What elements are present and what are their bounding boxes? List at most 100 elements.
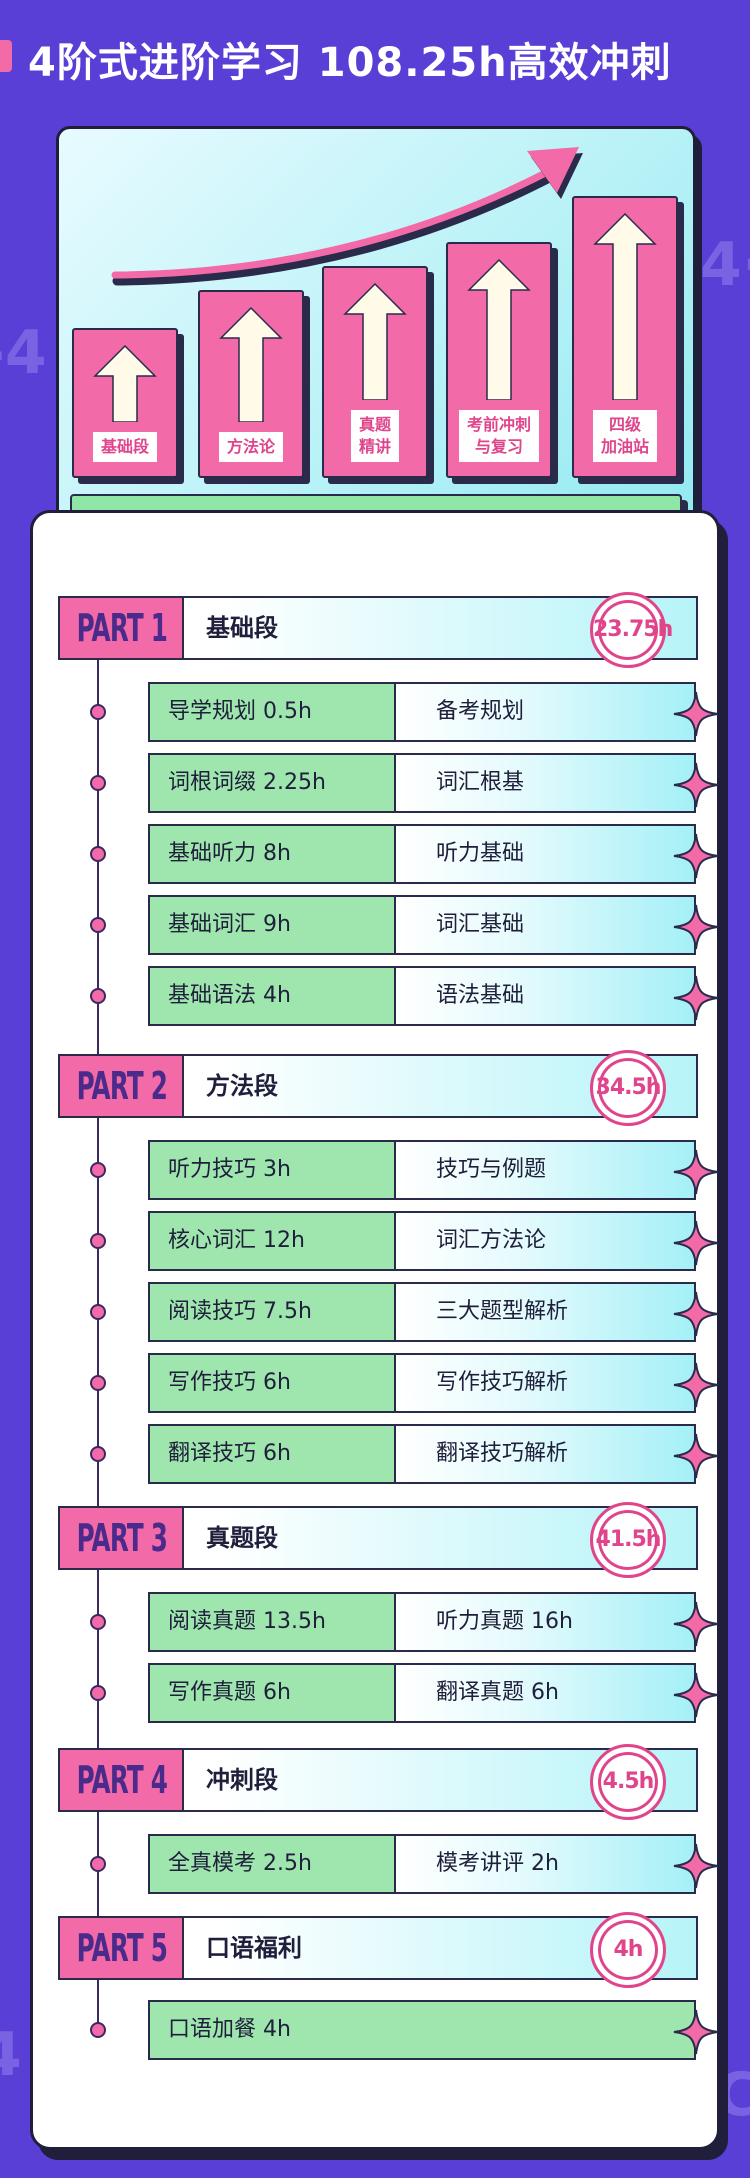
watermark-left-top: -4 [0,318,47,388]
part-header-2: PART 2 方法段 34.5h [58,1050,698,1126]
part-name: 真题段 [206,1524,278,1552]
course-topic: 词汇方法论 [396,1213,694,1269]
sparkle-star-icon [672,761,720,809]
timeline-dot [90,917,106,933]
part-name: 口语福利 [206,1934,302,1962]
timeline-dot [90,1685,106,1701]
course-module: 阅读真题 13.5h [150,1594,396,1650]
stage-label-line: 考前冲刺 [466,415,532,434]
part-tag-background [60,1918,184,1978]
timeline-dot [90,775,106,791]
watermark-right-top: 4· [700,230,750,300]
timeline-dot [90,1446,106,1462]
course-topic: 语法基础 [396,968,694,1024]
up-arrow-icon [93,344,157,422]
part-tag-background [60,1750,184,1810]
up-arrow-icon [219,306,283,422]
course-module: 基础词汇 9h [150,897,396,953]
part-hours-badge: 23.75h [590,592,673,668]
course-module: 写作技巧 6h [150,1355,396,1411]
timeline-dot [90,1304,106,1320]
course-topic: 翻译技巧解析 [396,1426,694,1482]
course-module: 核心词汇 12h [150,1213,396,1269]
timeline-dot [90,1233,106,1249]
sparkle-star-icon [672,2008,720,2056]
stage-label: 真题精讲 [350,410,400,462]
stage-bar-5: 四级加油站 [572,196,678,478]
course-module: 听力技巧 3h [150,1142,396,1198]
stage-label-line: 基础段 [100,437,150,456]
sparkle-star-icon [672,1148,720,1196]
sparkle-star-icon [672,1432,720,1480]
stage-label-line: 精讲 [358,437,392,456]
stage-bar-1: 基础段 [72,328,178,478]
stage-bar-4: 考前冲刺与复习 [446,242,552,478]
stage-label: 基础段 [92,432,158,462]
part-name: 基础段 [206,614,278,642]
stage-label: 方法论 [218,432,284,462]
part-header-3: PART 3 真题段 41.5h [58,1502,698,1578]
part-tag: PART 2 [76,1064,168,1108]
sparkle-star-icon [672,1219,720,1267]
stage-label-line: 方法论 [226,437,276,456]
course-topic: 听力基础 [396,826,694,882]
course-module: 写作真题 6h [150,1665,396,1721]
timeline-dot [90,1614,106,1630]
part-header-4: PART 4 冲刺段 4.5h [58,1744,698,1820]
title-accent-mark [0,40,12,72]
timeline-dot [90,846,106,862]
course-topic: 备考规划 [396,684,694,740]
course-topic: 写作技巧解析 [396,1355,694,1411]
sparkle-star-icon [672,903,720,951]
sparkle-star-icon [672,1290,720,1338]
part-tag: PART 4 [76,1758,168,1802]
stage-label: 四级加油站 [592,410,658,462]
course-module: 导学规划 0.5h [150,684,396,740]
timeline-dot [90,1375,106,1391]
part-name: 方法段 [206,1072,278,1100]
stage-label-line: 四级 [608,415,642,434]
course-topic: 模考讲评 2h [396,1836,694,1892]
stage-label: 考前冲刺与复习 [458,410,540,462]
up-arrow-icon [593,212,657,400]
course-row: 口语加餐 4h [148,2000,719,2060]
part-hours-badge: 4.5h [590,1744,666,1820]
timeline-line [97,660,99,2032]
sparkle-star-icon [672,1842,720,1890]
page-title: 4阶式进阶学习 108.25h高效冲刺 [28,40,672,86]
watermark-left-bottom: 4 [0,2020,22,2090]
sparkle-star-icon [672,1361,720,1409]
course-topic: 听力真题 16h [396,1594,694,1650]
stage-bar-3: 真题精讲 [322,266,428,478]
course-module: 阅读技巧 7.5h [150,1284,396,1340]
stage-bar-2: 方法论 [198,290,304,478]
sparkle-star-icon [672,832,720,880]
part-tag-background [60,1056,184,1116]
part-hours-badge: 34.5h [590,1050,666,1126]
course-topic: 技巧与例题 [396,1142,694,1198]
course-module: 翻译技巧 6h [150,1426,396,1482]
part-name: 冲刺段 [206,1766,278,1794]
sparkle-star-icon [672,1671,720,1719]
timeline-dot [90,2022,106,2038]
part-hours-badge: 41.5h [590,1502,666,1578]
part-tag-background [60,1508,184,1568]
up-arrow-icon [467,258,531,400]
timeline-dot [90,1856,106,1872]
course-module: 全真模考 2.5h [150,1836,396,1892]
course-topic: 翻译真题 6h [396,1665,694,1721]
part-tag: PART 3 [76,1516,168,1560]
timeline-dot [90,704,106,720]
